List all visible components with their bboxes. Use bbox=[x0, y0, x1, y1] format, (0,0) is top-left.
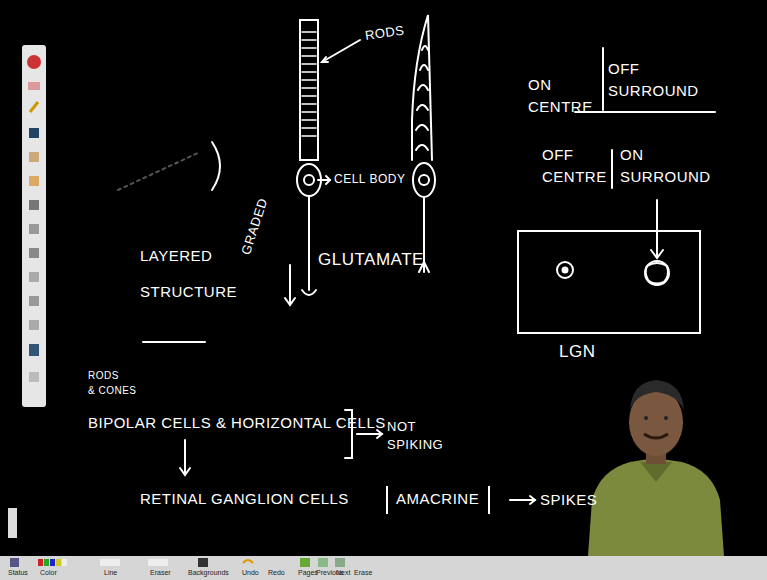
chalk-annotation: ON CENTRE bbox=[528, 74, 592, 118]
toolbar-label: Pages bbox=[298, 569, 318, 576]
bracketed-term: AMACRINE bbox=[386, 486, 490, 514]
node-text: LGN bbox=[559, 342, 595, 362]
toolbar-label: Next bbox=[336, 569, 350, 576]
toolbar-label: Erase bbox=[354, 569, 372, 576]
chalk-annotation: GRADED bbox=[238, 196, 270, 256]
chalk-annotation: OFF SURROUND bbox=[608, 58, 718, 102]
toolbar-label: Redo bbox=[268, 569, 285, 576]
node-text: AMACRINE bbox=[396, 490, 479, 507]
toolbar-label: Undo bbox=[242, 569, 259, 576]
chalk-annotation: CELL BODY bbox=[334, 172, 405, 186]
chalk-annotation: LAYERED STRUCTURE bbox=[140, 238, 236, 310]
lgn-box: LGN bbox=[517, 230, 701, 334]
chalk-annotation: BIPOLAR CELLS & HORIZONTAL CELLS bbox=[88, 414, 386, 431]
chalk-annotation: SPIKES bbox=[540, 491, 597, 508]
chalk-annotation: RODS bbox=[364, 22, 405, 42]
chalk-annotation: RODS bbox=[88, 370, 119, 381]
toolbar-label: Line bbox=[104, 569, 117, 576]
chalk-annotation: & CONES bbox=[88, 385, 137, 396]
chalk-annotation: ON SURROUND bbox=[620, 144, 730, 188]
toolbar-label: Eraser bbox=[150, 569, 171, 576]
chalk-annotation: OFF CENTRE bbox=[542, 144, 606, 188]
chalk-annotation: NOT SPIKING bbox=[387, 418, 457, 454]
chalk-annotation: RETINAL GANGLION CELLS bbox=[140, 490, 349, 507]
toolbar-label: Backgrounds bbox=[188, 569, 229, 576]
toolbar-label: Color bbox=[40, 569, 57, 576]
toolbar-label: Status bbox=[8, 569, 28, 576]
chalk-annotation: GLUTAMATE bbox=[318, 250, 424, 270]
